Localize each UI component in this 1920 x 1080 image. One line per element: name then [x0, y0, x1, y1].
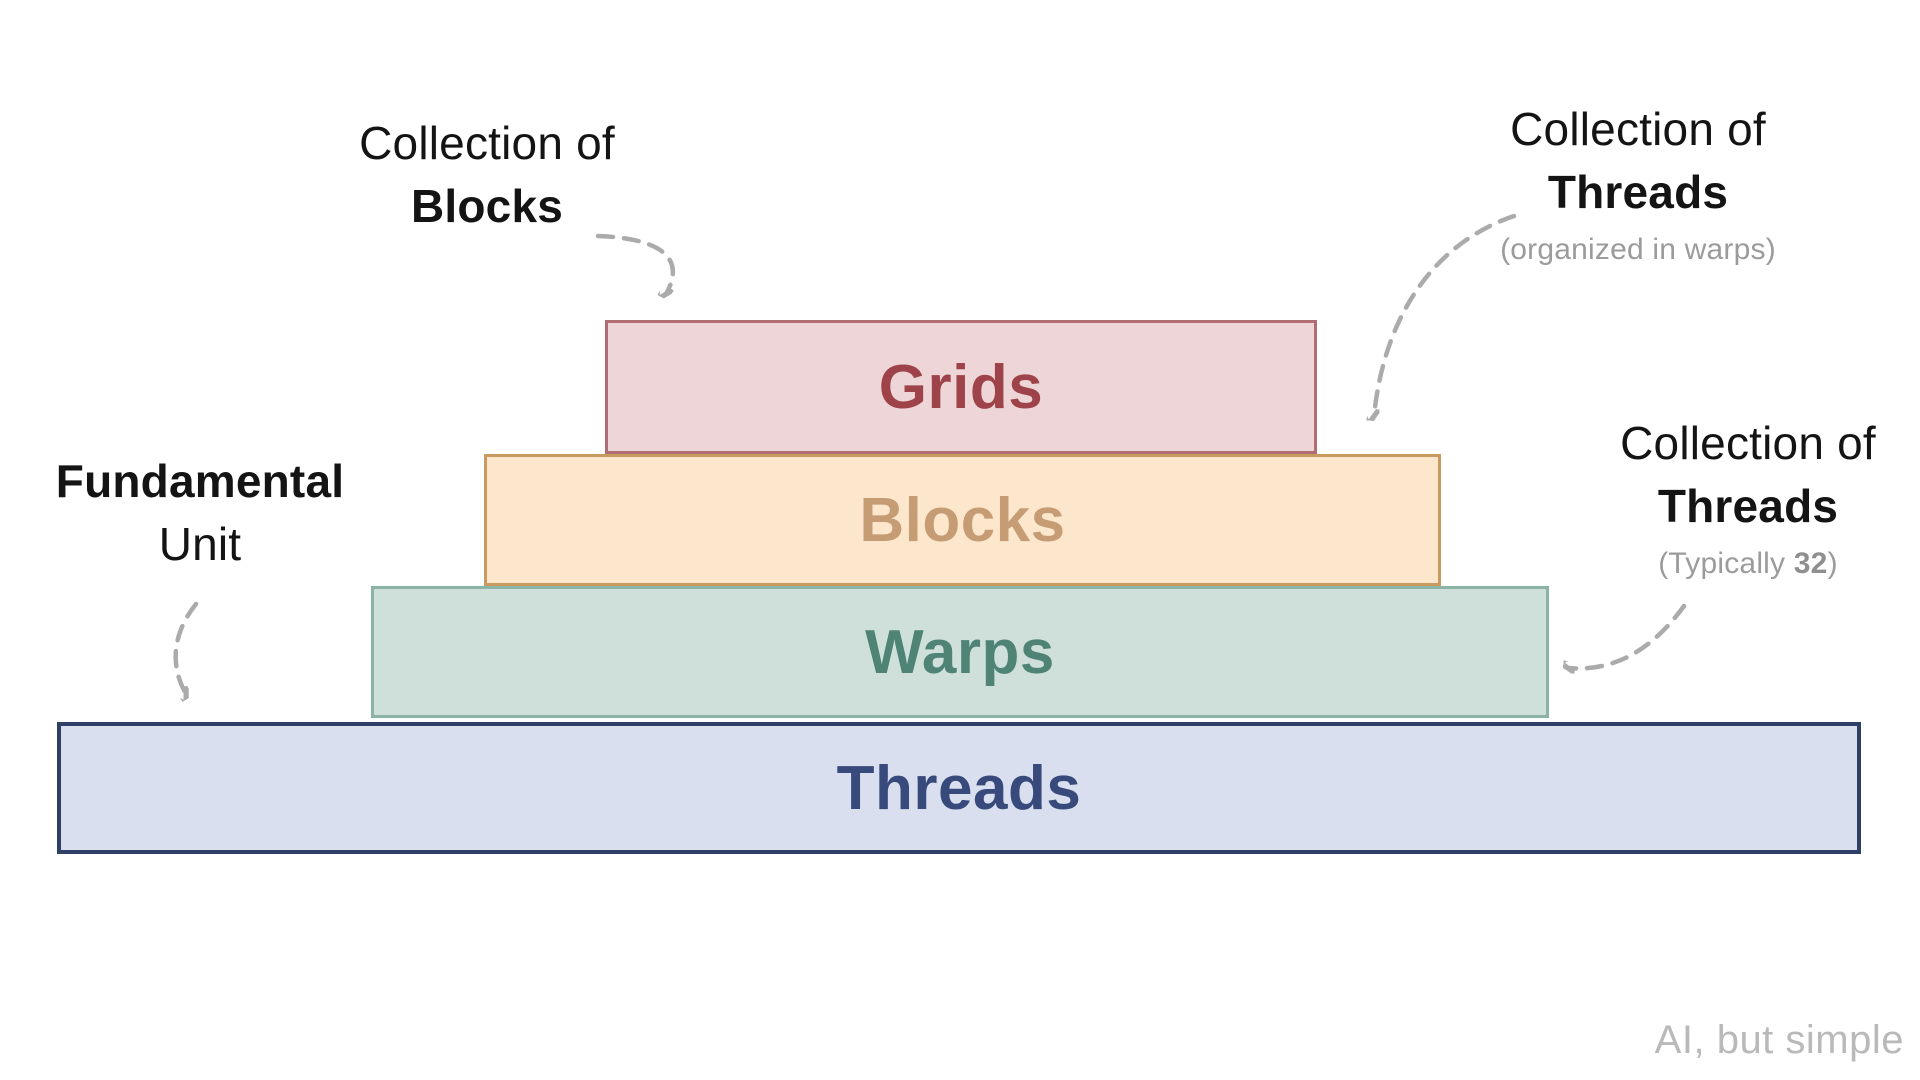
arrow-threads32-note-to-warps-icon [1568, 603, 1687, 668]
warps-label: Warps [865, 617, 1055, 687]
annotation-line: Collection of [1510, 103, 1766, 155]
grids-box: Grids [605, 320, 1317, 454]
threads-box: Threads [57, 722, 1861, 854]
watermark-text: AI, but simple [1654, 1018, 1904, 1062]
annotation-collection-of-threads-warps: Collection of Threads (organized in warp… [1448, 98, 1828, 270]
annotation-collection-of-blocks: Collection of Blocks [297, 112, 677, 239]
annotation-line: Collection of [1620, 417, 1876, 469]
annotation-collection-of-threads-32: Collection of Threads (Typically 32) [1558, 412, 1920, 584]
annotation-subtext: (Typically 32) [1658, 546, 1838, 580]
annotation-fundamental-unit: Fundamental Unit [10, 450, 390, 577]
grids-label: Grids [878, 352, 1044, 422]
blocks-box: Blocks [484, 454, 1441, 586]
blocks-label: Blocks [859, 485, 1066, 555]
annotation-line: Collection of [359, 117, 615, 169]
annotation-line-bold: Blocks [410, 180, 564, 233]
annotation-line: Unit [158, 518, 242, 571]
annotation-line-bold: Threads [1547, 166, 1729, 219]
arrow-unit-note-to-threads-icon [173, 601, 199, 694]
annotation-line-bold: Fundamental [55, 455, 345, 507]
annotation-subtext: (organized in warps) [1500, 232, 1776, 266]
annotation-line-bold: Threads [1657, 480, 1839, 533]
threads-label: Threads [836, 753, 1082, 823]
warps-box: Warps [371, 586, 1549, 718]
arrow-blocks-note-to-grids-icon [595, 233, 675, 294]
